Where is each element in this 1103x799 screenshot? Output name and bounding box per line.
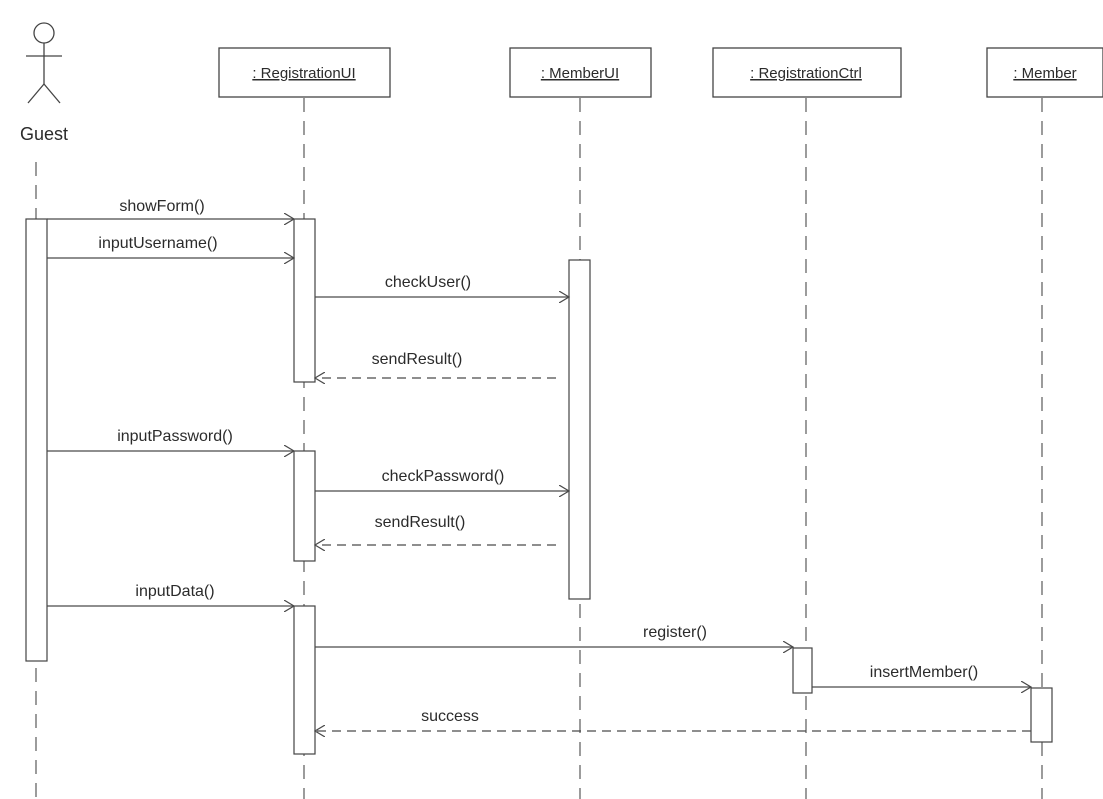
message-label-inputpassword: inputPassword() <box>117 428 233 445</box>
object-box <box>986 47 1103 98</box>
message-label-register: register() <box>643 624 707 641</box>
message-label-checkuser: checkUser() <box>385 274 471 291</box>
object-label: : RegistrationCtrl <box>750 65 862 82</box>
message-label-checkpassword: checkPassword() <box>382 468 505 485</box>
activation-registrationui-1 <box>293 218 316 383</box>
message-label-showform: showForm() <box>119 198 204 215</box>
message-label-insertmember: insertMember() <box>870 664 978 681</box>
object-label: : MemberUI <box>541 65 619 82</box>
activation-member <box>1030 687 1053 743</box>
object-registrationctrl: : RegistrationCtrl <box>712 47 902 98</box>
activation-registrationui-3 <box>293 605 316 755</box>
message-label-success: success <box>421 708 479 725</box>
message-label-sendresult-2: sendResult() <box>375 514 466 531</box>
object-label: : Member <box>1013 65 1076 82</box>
actor-label: Guest <box>20 124 68 144</box>
object-box <box>509 47 652 98</box>
stick-figure-icon <box>26 22 62 104</box>
object-label: : RegistrationUI <box>252 65 355 82</box>
activation-registrationctrl <box>792 647 813 694</box>
object-box <box>218 47 391 98</box>
object-registrationui: : RegistrationUI <box>218 47 391 98</box>
activation-registrationui-2 <box>293 450 316 562</box>
activation-memberui <box>568 259 591 600</box>
activation-guest <box>25 218 48 662</box>
object-box <box>712 47 902 98</box>
object-memberui: : MemberUI <box>509 47 652 98</box>
message-label-inputusername: inputUsername() <box>98 235 217 252</box>
message-label-sendresult-1: sendResult() <box>372 351 463 368</box>
message-label-inputdata: inputData() <box>135 583 214 600</box>
actor-guest: Guest <box>20 22 68 144</box>
object-member: : Member <box>986 47 1103 98</box>
